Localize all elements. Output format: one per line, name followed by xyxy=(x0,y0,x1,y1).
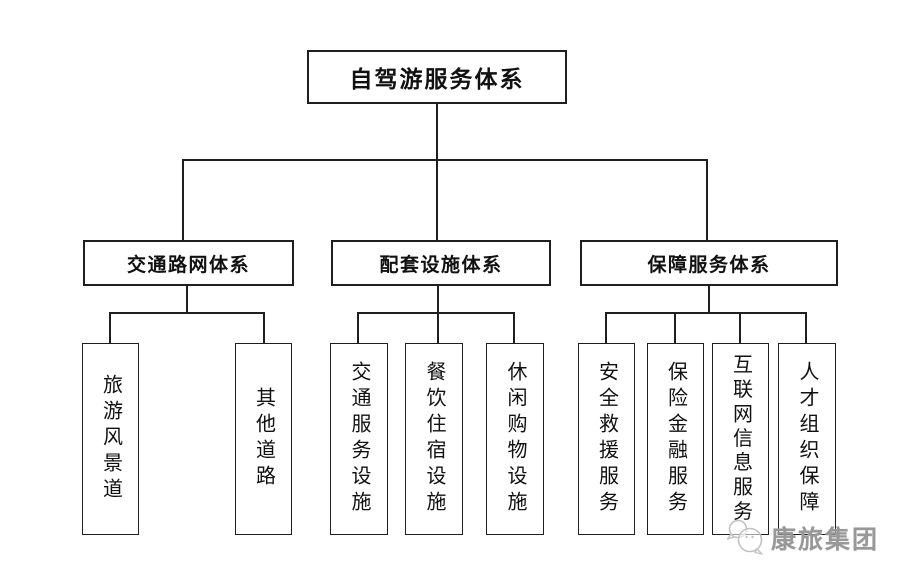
node-leaf-safety-rescue-services: 安全救援服务 xyxy=(578,343,635,535)
node-branch-support-services: 保障服务体系 xyxy=(580,240,838,286)
connector-drop-safety-rescue xyxy=(605,312,607,343)
connector-transport-horizontal xyxy=(109,312,265,314)
node-label: 保险金融服务 xyxy=(664,361,687,517)
connector-level1-horizontal xyxy=(182,159,708,161)
connector-support-horizontal xyxy=(605,312,807,314)
connector-drop-other-roads xyxy=(263,312,265,343)
watermark: 康旅集团 xyxy=(724,516,879,560)
connector-drop-internet-info xyxy=(739,312,741,343)
connector-drop-talent-org xyxy=(805,312,807,343)
node-label: 安全救援服务 xyxy=(595,361,618,517)
connector-transport-stem xyxy=(186,286,188,314)
node-label: 交通服务设施 xyxy=(348,361,370,517)
node-leaf-other-roads: 其他道路 xyxy=(235,343,292,535)
node-label: 自驾游服务体系 xyxy=(349,67,525,92)
connector-drop-insurance-finance xyxy=(674,312,676,343)
chat-bubbles-logo-icon xyxy=(726,519,763,555)
connector-root-stem xyxy=(436,104,438,241)
node-label: 人才组织保障 xyxy=(796,361,818,517)
node-label: 交通路网体系 xyxy=(126,254,250,276)
node-leaf-insurance-finance-services: 保险金融服务 xyxy=(647,343,704,535)
connector-facilities-horizontal xyxy=(357,312,515,314)
node-label: 保障服务体系 xyxy=(647,254,771,276)
node-leaf-transport-service-facilities: 交通服务设施 xyxy=(330,343,388,535)
node-label: 配套设施体系 xyxy=(379,254,503,276)
watermark-text: 康旅集团 xyxy=(771,527,880,554)
connector-drop-branch-transport xyxy=(182,159,184,240)
node-leaf-scenic-roads: 旅游风景道 xyxy=(82,343,139,535)
node-root-self-driving-tour-service-system: 自驾游服务体系 xyxy=(307,50,567,104)
connector-drop-branch-support xyxy=(706,159,708,240)
node-label: 休闲购物设施 xyxy=(504,361,526,517)
node-leaf-dining-lodging-facilities: 餐饮住宿设施 xyxy=(405,343,463,535)
connector-drop-transport-service xyxy=(357,312,359,343)
node-label: 餐饮住宿设施 xyxy=(423,361,445,517)
node-label: 旅游风景道 xyxy=(99,374,122,504)
connector-drop-scenic-roads xyxy=(109,312,111,343)
node-leaf-talent-organization-support: 人才组织保障 xyxy=(778,343,836,535)
connector-facilities-stem xyxy=(437,286,439,343)
node-branch-transport-road-network: 交通路网体系 xyxy=(83,240,294,286)
node-leaf-leisure-shopping-facilities: 休闲购物设施 xyxy=(486,343,544,535)
connector-support-stem xyxy=(708,286,710,314)
connector-drop-leisure-shopping xyxy=(513,312,515,343)
node-label: 其他道路 xyxy=(252,387,275,491)
node-leaf-internet-info-services: 互联网信息服务 xyxy=(712,343,769,535)
node-branch-supporting-facilities: 配套设施体系 xyxy=(331,240,551,286)
node-label: 互联网信息服务 xyxy=(729,353,752,525)
